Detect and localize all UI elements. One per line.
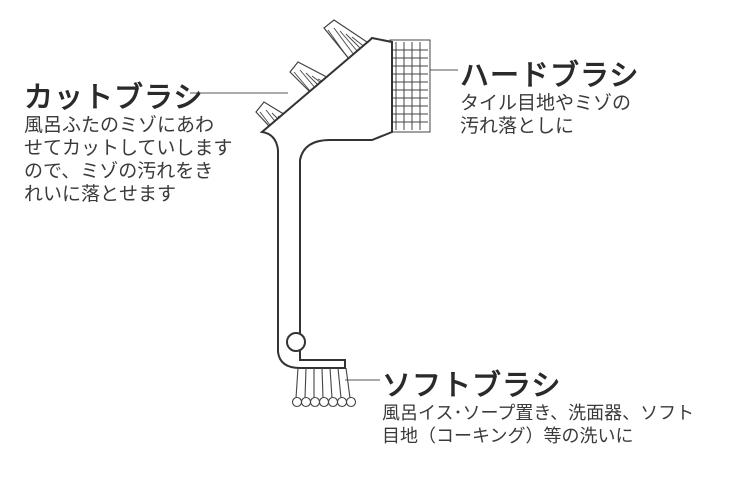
hard-brush-bristles (389, 39, 431, 133)
cut-brush-description: 風呂ふたのミゾにあわ せてカットしていします ので、ミゾの汚れをき れいに落とせ… (24, 114, 232, 206)
cut-brush-line-1: 風呂ふたのミゾにあわ (24, 114, 215, 136)
cut-brush-line-3: ので、ミゾの汚れをき (24, 160, 214, 182)
cut-brush-line-2: せてカットしていします (24, 137, 233, 159)
cut-brush-title: カットブラシ (24, 80, 204, 114)
hard-brush-line-1: タイル目地やミゾの (460, 92, 632, 114)
soft-brush-title: ソフトブラシ (382, 368, 562, 402)
soft-brush-bristles (291, 367, 357, 408)
soft-brush-line-1: 風呂イス･ソープ置き、洗面器、ソフト (382, 403, 695, 424)
soft-brush-description: 風呂イス･ソープ置き、洗面器、ソフト 目地（コーキング）等の洗いに (382, 402, 694, 448)
hard-brush-title: ハードブラシ (460, 58, 640, 92)
hard-brush-description: タイル目地やミゾの 汚れ落としに (460, 92, 631, 138)
cut-brush-line-4: れいに落とせます (24, 183, 177, 205)
hanging-hole (286, 332, 306, 352)
soft-brush-line-2: 目地（コーキング）等の洗いに (382, 426, 634, 447)
hard-brush-line-2: 汚れ落としに (460, 115, 575, 137)
brush-body (259, 36, 393, 369)
